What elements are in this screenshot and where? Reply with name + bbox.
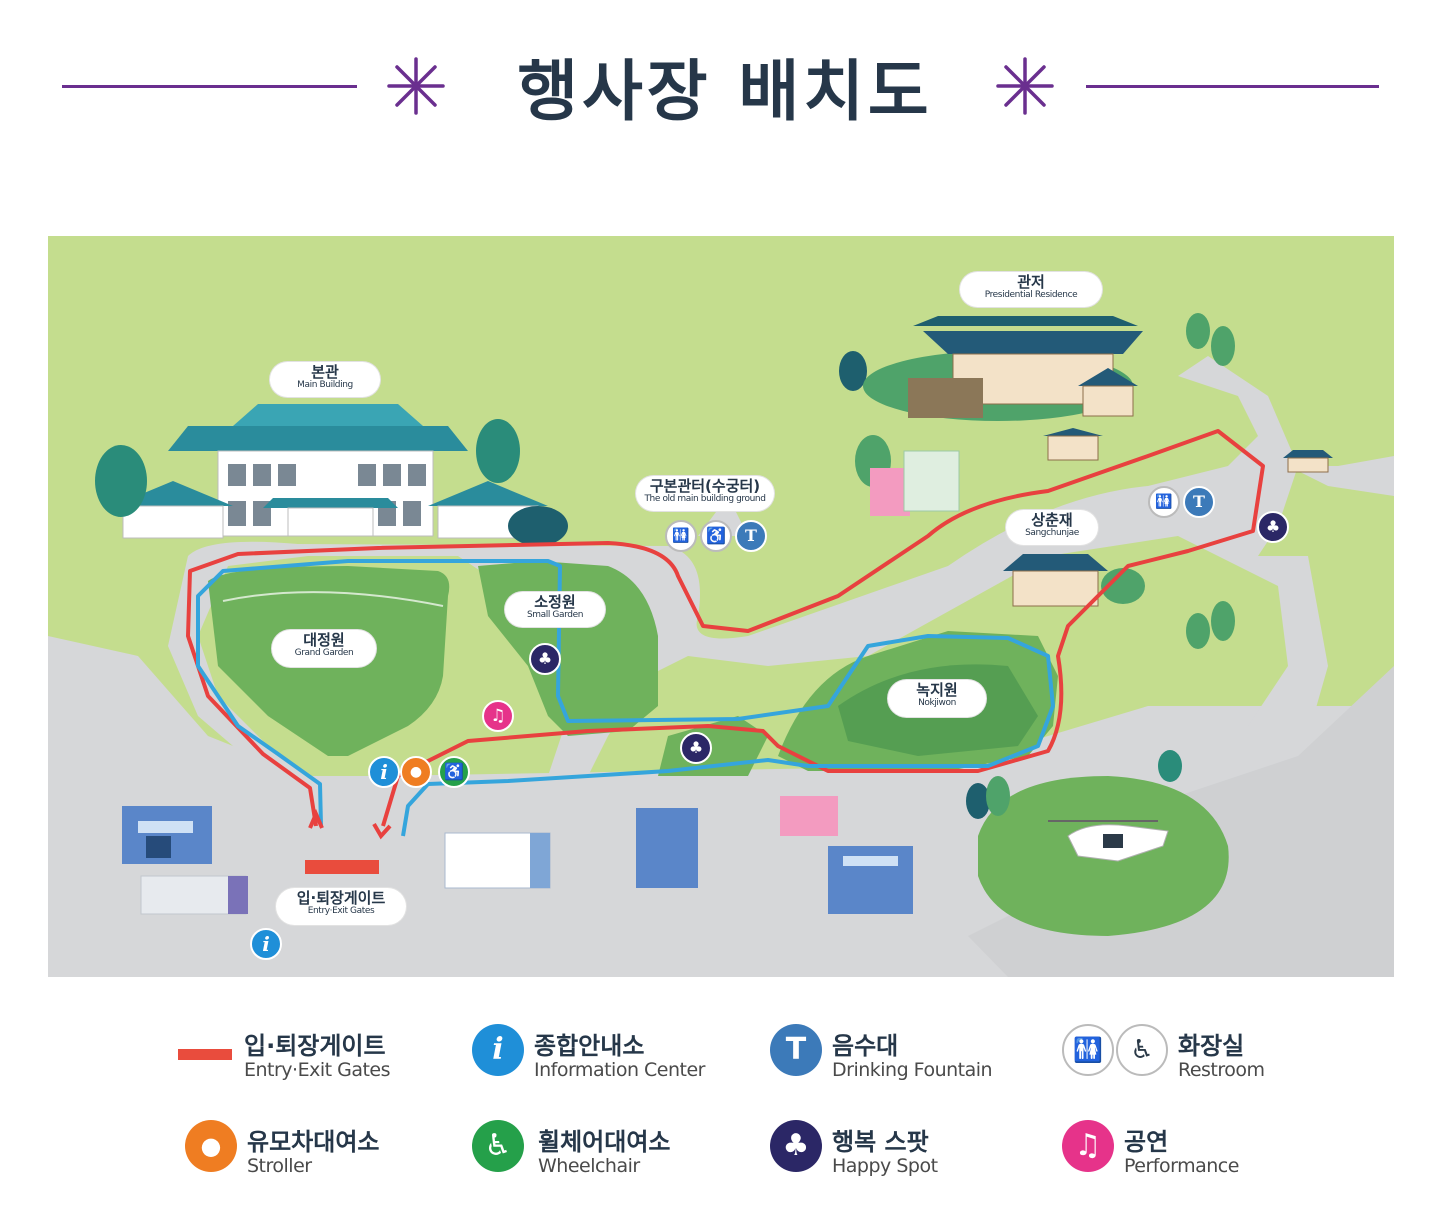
legend-drinking-fountain: T 음수대 Drinking Fountain — [770, 1024, 1000, 1086]
clover-icon: ♣ — [770, 1120, 822, 1172]
sangchunjae-building — [1003, 554, 1145, 607]
label-entry-gate: 입·퇴장게이트 Entry·Exit Gates — [276, 888, 406, 925]
title-left-line — [62, 85, 357, 88]
route-blue — [196, 559, 1055, 837]
restroom-icon: 🚻 — [1148, 486, 1180, 518]
title-right-line — [1086, 85, 1379, 88]
map-legend: 입·퇴장게이트 Entry·Exit Gates i 종합안내소 Informa… — [0, 1010, 1450, 1210]
lower-buildings — [122, 796, 913, 915]
clover-icon: ♣ — [680, 732, 712, 764]
label-old-main: 구본관터(수궁터) The old main building ground — [636, 476, 774, 511]
page-title: 행사장 배치도 — [517, 53, 933, 130]
legend-entry-gates: 입·퇴장게이트 Entry·Exit Gates — [178, 1024, 408, 1086]
trees — [95, 313, 1235, 819]
map-illustration — [48, 236, 1394, 977]
venue-map: 본관 Main Building 관저 Presidential Residen… — [48, 236, 1394, 977]
legend-performance: ♫ 공연 Performance — [1062, 1120, 1282, 1182]
wheelchair-icon: ♿ — [438, 756, 470, 788]
restroom-icon: 🚻 — [665, 520, 697, 552]
label-nokjiwon: 녹지원 Nokjiwon — [888, 680, 986, 717]
legend-stroller: ● 유모차대여소 Stroller — [185, 1120, 405, 1182]
entry-gate-bar — [305, 860, 379, 874]
legend-happy-spot: ♣ 행복 스팟 Happy Spot — [770, 1120, 990, 1182]
label-main-building: 본관 Main Building — [270, 362, 380, 397]
sparkle-icon — [996, 57, 1054, 115]
music-note-icon: ♫ — [482, 700, 514, 732]
label-residence: 관저 Presidential Residence — [960, 272, 1102, 307]
drinking-fountain-icon: T — [1183, 486, 1215, 518]
label-sangchunjae: 상춘재 Sangchunjae — [1006, 510, 1098, 545]
helicopter — [1048, 820, 1169, 862]
legend-information-center: i 종합안내소 Information Center — [472, 1024, 712, 1086]
music-note-icon: ♫ — [1062, 1120, 1114, 1172]
label-small-garden: 소정원 Small Garden — [505, 592, 605, 627]
stroller-icon: ● — [185, 1120, 237, 1172]
page-header: 행사장 배치도 — [0, 0, 1450, 180]
presidential-residence — [863, 316, 1143, 421]
legend-wheelchair: ♿ 휠체어대여소 Wheelchair — [472, 1120, 702, 1182]
pink-building — [870, 468, 910, 516]
drinking-fountain-icon: T — [770, 1024, 822, 1076]
clover-icon: ♣ — [529, 643, 561, 675]
drinking-fountain-icon: T — [735, 520, 767, 552]
clover-icon: ♣ — [1257, 511, 1289, 543]
route-red — [186, 429, 1265, 827]
label-grand-garden: 대정원 Grand Garden — [272, 630, 376, 667]
wheelchair-icon: ♿ — [1116, 1024, 1168, 1076]
info-icon: i — [250, 928, 282, 960]
legend-restroom: 🚻 ♿ 화장실 Restroom — [1062, 1024, 1282, 1086]
sparkle-icon — [387, 57, 445, 115]
wheelchair-icon: ♿ — [700, 520, 732, 552]
restroom-icon: 🚻 — [1062, 1024, 1114, 1076]
info-icon: i — [472, 1024, 524, 1076]
wheelchair-icon: ♿ — [472, 1120, 524, 1172]
stroller-icon: ● — [400, 756, 432, 788]
main-building — [113, 404, 548, 539]
entry-gate-bar-icon — [178, 1049, 232, 1060]
info-icon: i — [368, 756, 400, 788]
